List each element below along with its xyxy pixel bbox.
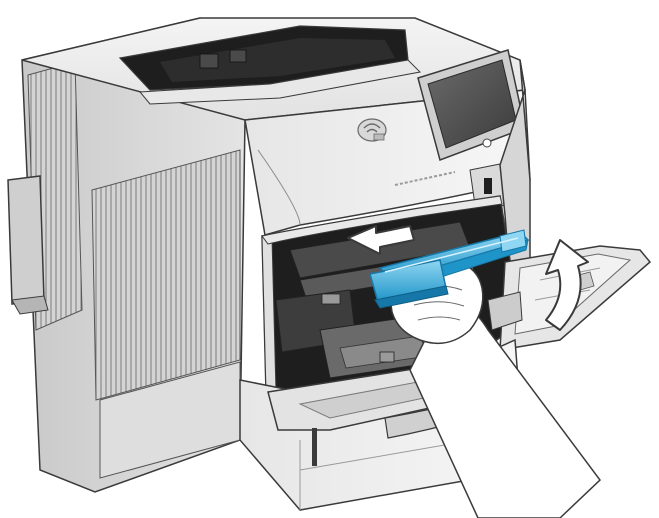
nfc-logo-icon — [357, 118, 387, 142]
paper-guide-part-icon — [369, 229, 530, 309]
printer-left-side — [7, 17, 246, 493]
home-button-icon — [482, 138, 492, 148]
push-arrow-icon — [347, 225, 415, 255]
control-panel-screen-icon — [417, 49, 526, 161]
printer-top — [21, 17, 526, 121]
lift-curved-arrow-icon — [545, 239, 589, 331]
